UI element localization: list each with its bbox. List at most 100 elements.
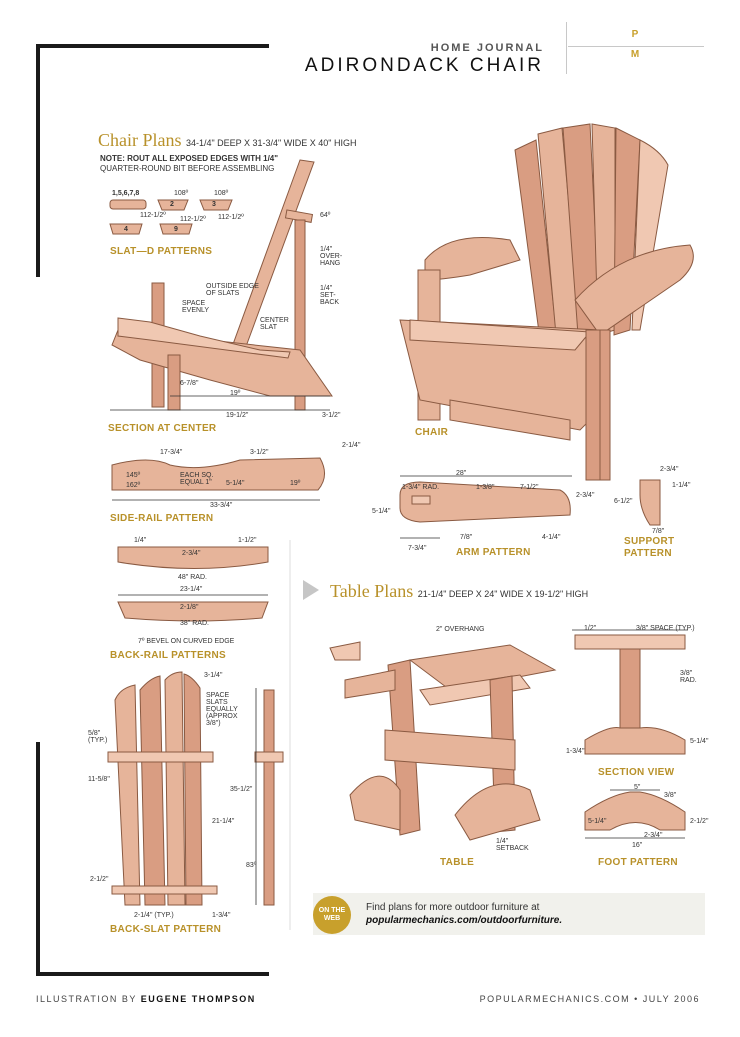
br-38: 38" RAD. xyxy=(180,620,209,627)
fp-3-8: 3/8" xyxy=(664,792,677,799)
footer-illustrator: EUGENE THOMPSON xyxy=(140,994,256,1004)
slat-n3: 3 xyxy=(212,201,216,208)
slat-n4: 4 xyxy=(124,226,128,233)
br-23-1-4: 23-1/4" xyxy=(180,586,203,593)
web-url[interactable]: popularmechanics.com/outdoorfurniture. xyxy=(366,915,563,926)
sup-1-1-4: 1-1/4" xyxy=(672,482,691,489)
chair-drawing xyxy=(399,123,694,481)
sr-33-3-4: 33-3/4" xyxy=(210,502,233,509)
section-center-drawing xyxy=(110,159,333,411)
bs-2-1-2: 2-1/2" xyxy=(90,876,109,883)
sc-3-1-2: 3-1/2" xyxy=(322,412,341,419)
bs-2-1-4: 2-1/4" (TYP.) xyxy=(134,912,174,919)
slat-b112: 112-1/2º xyxy=(180,216,206,223)
frame-top-left-h xyxy=(36,44,269,48)
fp-16: 16" xyxy=(632,842,643,849)
caption-back-slat: BACK-SLAT PATTERN xyxy=(110,924,222,935)
sr-162: 162º xyxy=(126,482,141,489)
support-drawing xyxy=(639,479,661,526)
caption-foot: FOOT PATTERN xyxy=(598,857,678,868)
arm-drawing xyxy=(399,475,572,539)
section-view-drawing xyxy=(572,629,688,755)
slat-patterns-drawing xyxy=(109,199,233,235)
br-2-3-4: 2-3/4" xyxy=(182,550,201,557)
caption-support-2: PATTERN xyxy=(624,548,672,559)
sc-outside-edge: OUTSIDE EDGE OF SLATS xyxy=(206,283,259,297)
logo-p: P xyxy=(631,29,639,40)
sr-17-3-4: 17-3/4" xyxy=(160,449,183,456)
sr-2-1-4: 2-1/4" xyxy=(342,442,361,449)
chair-plans-title: Chair Plans xyxy=(98,130,182,150)
caption-section-view: SECTION VIEW xyxy=(598,767,675,778)
footer-site[interactable]: POPULARMECHANICS.COM xyxy=(479,994,631,1004)
caption-slat-patterns: SLAT—D PATTERNS xyxy=(110,246,213,257)
br-bevel: 7º BEVEL ON CURVED EDGE xyxy=(138,638,235,645)
caption-section-center: SECTION AT CENTER xyxy=(108,423,217,434)
bs-21: 21-1/4" xyxy=(212,818,235,825)
bs-83: 83º xyxy=(246,862,257,869)
table-plans-heading: Table Plans 21-1/4" DEEP X 24" WIDE X 19… xyxy=(330,581,588,602)
slat-n2: 2 xyxy=(170,201,174,208)
sv-1-3-4: 1-3/4" xyxy=(566,748,585,755)
arm-4-1-4: 4-1/4" xyxy=(542,534,561,541)
chair-plans-note-2: QUARTER-ROUND BIT BEFORE ASSEMBLING xyxy=(100,164,275,173)
arm-7-1-2: 7-1/2" xyxy=(520,484,539,491)
foot-pattern-drawing xyxy=(584,789,686,839)
sc-space-evenly: SPACE EVENLY xyxy=(182,300,210,314)
fp-5: 5" xyxy=(634,784,641,791)
fp-5-1-4: 5-1/4" xyxy=(588,818,607,825)
slat-n9: 9 xyxy=(174,226,178,233)
caption-chair: CHAIR xyxy=(415,427,449,438)
arm-5-1-4: 5-1/4" xyxy=(372,508,391,515)
sc-6-7-8: 6-7/8" xyxy=(180,380,199,387)
footer-credit-prefix: ILLUSTRATION BY xyxy=(36,994,137,1004)
footer-credit: ILLUSTRATION BY EUGENE THOMPSON xyxy=(36,994,256,1004)
slat-a112: 112-1/2º xyxy=(140,212,166,219)
sr-19: 19º xyxy=(290,480,301,487)
side-rail-drawing xyxy=(111,457,325,501)
web-badge: ON THE WEB xyxy=(313,896,351,934)
slat-a108: 108º xyxy=(174,190,189,197)
arm-7-8: 7/8" xyxy=(460,534,473,541)
sup-7-8: 7/8" xyxy=(652,528,665,535)
arm-28: 28" xyxy=(456,470,467,477)
sv-space: 3/8" SPACE (TYP.) xyxy=(636,625,695,632)
chair-plans-note-1: NOTE: ROUT ALL EXPOSED EDGES WITH 1/4" xyxy=(100,154,279,163)
chair-plans-dims: 34-1/4" DEEP X 31-3/4" WIDE X 40" HIGH xyxy=(185,138,357,148)
sc-overhang: 1/4" OVER-HANG xyxy=(320,246,343,267)
sup-6-1-2: 6-1/2" xyxy=(614,498,633,505)
sc-setback: 1/4" SET-BACK xyxy=(320,285,340,306)
logo-m: M xyxy=(630,49,640,60)
table-plans-dims: 21-1/4" DEEP X 24" WIDE X 19-1/2" HIGH xyxy=(417,589,589,599)
arm-2-3-4: 2-3/4" xyxy=(576,492,595,499)
header-rule xyxy=(568,46,704,47)
sc-center-slat: CENTER SLAT xyxy=(260,317,289,331)
table-drawing xyxy=(329,641,557,841)
sc-19-1-2: 19-1/2" xyxy=(226,412,249,419)
sr-5-1-4: 5-1/4" xyxy=(226,480,245,487)
header-title: ADIRONDACK CHAIR xyxy=(304,55,544,76)
sr-3-1-2: 3-1/2" xyxy=(250,449,269,456)
bs-35: 35-1/2" xyxy=(230,786,253,793)
table-plans-title: Table Plans xyxy=(330,581,414,601)
br-48: 48" RAD. xyxy=(178,574,207,581)
bs-5-8: 5/8" (TYP.) xyxy=(88,730,108,744)
footer-sep: • xyxy=(634,994,639,1004)
back-slat-drawing xyxy=(107,671,284,906)
br-1-1-2: 1-1/2" xyxy=(238,537,257,544)
web-line1: Find plans for more outdoor furniture at xyxy=(366,902,540,913)
sup-2-3-4: 2-3/4" xyxy=(660,466,679,473)
t-overhang: 2" OVERHANG xyxy=(436,626,485,633)
header-kicker: HOME JOURNAL xyxy=(430,42,544,54)
footer-date: JULY 2006 xyxy=(642,994,700,1004)
chair-plans-heading: Chair Plans 34-1/4" DEEP X 31-3/4" WIDE … xyxy=(98,130,356,151)
bs-3-1-4: 3-1/4" xyxy=(204,672,223,679)
sv-1-2: 1/2" xyxy=(584,625,597,632)
arm-rad: 1-3/4" RAD. xyxy=(402,484,440,491)
table-plans-arrow xyxy=(303,580,319,600)
caption-arm: ARM PATTERN xyxy=(456,547,531,558)
web-callout xyxy=(313,893,705,935)
frame-top-left-v xyxy=(36,44,40,277)
br-2-1-8: 2-1/8" xyxy=(180,604,199,611)
back-rail-drawing xyxy=(117,546,269,622)
